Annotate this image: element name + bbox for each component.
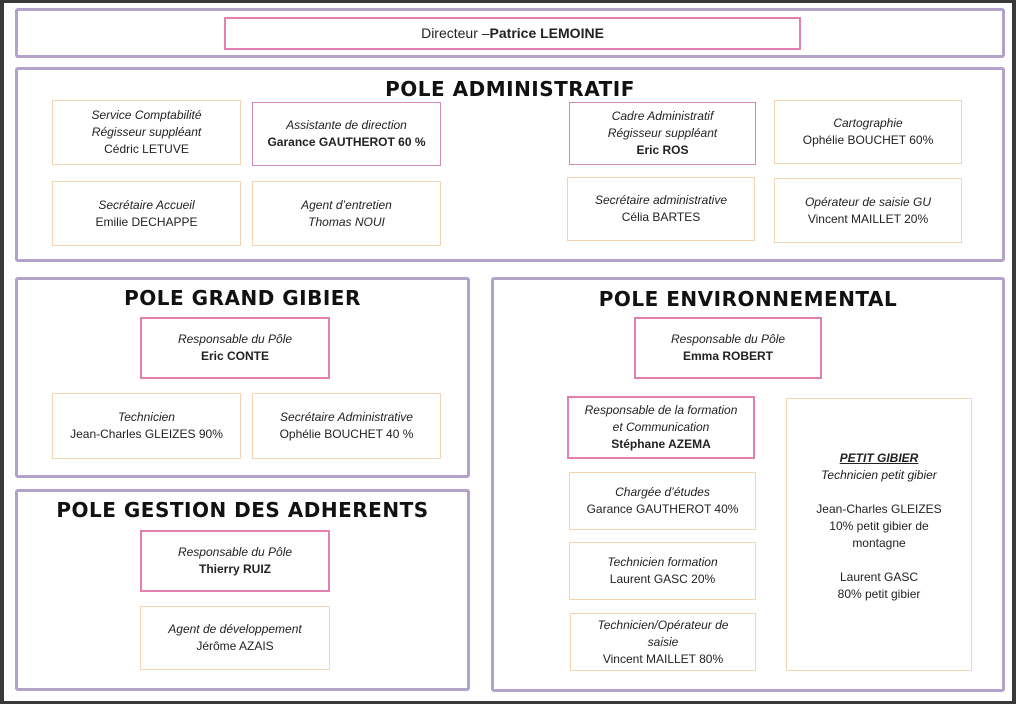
- role: Assistante de direction: [286, 118, 407, 132]
- role: Responsable de la formation: [584, 403, 738, 417]
- role: Service Comptabilité: [91, 108, 202, 122]
- person-detail: montagne: [852, 535, 906, 550]
- env-formation-box: Responsable de la formation et Communicat…: [567, 396, 755, 459]
- person: Jean-Charles GLEIZES: [816, 501, 942, 516]
- pole-title: POLE GRAND GIBIER: [124, 286, 361, 310]
- role: et Communication: [612, 420, 710, 434]
- role: Cadre Administratif: [611, 109, 714, 123]
- pole-title: POLE ENVIRONNEMENTAL: [598, 287, 898, 311]
- role: Secrétaire administrative: [594, 193, 728, 207]
- heading: PETIT GIBIER: [839, 450, 919, 465]
- role: Responsable du Pôle: [177, 332, 293, 346]
- person: Laurent GASC: [839, 569, 919, 584]
- saisie-box: Opérateur de saisie GU Vincent MAILLET 20…: [774, 178, 962, 243]
- role: Technicien petit gibier: [821, 467, 937, 482]
- role: Régisseur suppléant: [607, 126, 718, 140]
- role: saisie: [647, 634, 679, 649]
- role: Responsable du Pôle: [177, 545, 293, 559]
- role: Secrétaire Accueil: [98, 197, 195, 212]
- role: Secrétaire Administrative: [280, 410, 413, 424]
- person: Célia BARTES: [621, 210, 701, 224]
- role: Technicien: [118, 410, 175, 424]
- director-panel: Directeur – Patrice LEMOINE: [15, 8, 1005, 58]
- role: Cartographie: [833, 116, 903, 130]
- person: Stéphane AZEMA: [611, 437, 711, 451]
- person: Ophélie BOUCHET 60%: [802, 133, 934, 147]
- person: Cédric LETUVE: [104, 142, 189, 156]
- role: Chargée d’études: [615, 485, 710, 499]
- pole-title: POLE ADMINISTRATIF: [385, 77, 635, 101]
- person: Thierry RUIZ: [198, 562, 271, 576]
- person: Vincent MAILLET 20%: [807, 211, 929, 226]
- petit-gibier-box: PETIT GIBIER Technicien petit gibier Jea…: [786, 398, 972, 671]
- role: Agent de développement: [168, 622, 302, 636]
- person: Emilie DECHAPPE: [95, 214, 198, 229]
- role: Technicien/Opérateur de: [597, 617, 729, 632]
- person-detail: 80% petit gibier: [837, 586, 921, 601]
- role: Responsable du Pôle: [670, 332, 786, 346]
- person: Laurent GASC 20%: [609, 572, 716, 586]
- person: Jérôme AZAIS: [196, 639, 274, 653]
- person: Garance GAUTHEROT 60 %: [267, 135, 426, 149]
- director-box: Directeur – Patrice LEMOINE: [224, 17, 801, 50]
- director-role: Directeur –: [421, 25, 490, 41]
- person: Emma ROBERT: [682, 349, 774, 363]
- role: Agent d’entretien: [301, 197, 392, 212]
- person-detail: 10% petit gibier de: [829, 518, 929, 533]
- person: Vincent MAILLET 80%: [602, 651, 724, 666]
- role: Régisseur suppléant: [91, 125, 202, 139]
- director-name: Patrice LEMOINE: [489, 25, 604, 41]
- person: Thomas NOUI: [308, 214, 385, 229]
- pole-title: POLE GESTION DES ADHERENTS: [56, 498, 429, 522]
- person: Jean-Charles GLEIZES 90%: [70, 427, 223, 441]
- role: Opérateur de saisie GU: [804, 194, 932, 209]
- person: Garance GAUTHEROT 40%: [586, 502, 739, 516]
- person: Eric ROS: [636, 143, 689, 157]
- role: Technicien formation: [607, 555, 718, 569]
- person: Eric CONTE: [200, 349, 269, 363]
- person: Ophélie BOUCHET 40 %: [279, 427, 414, 441]
